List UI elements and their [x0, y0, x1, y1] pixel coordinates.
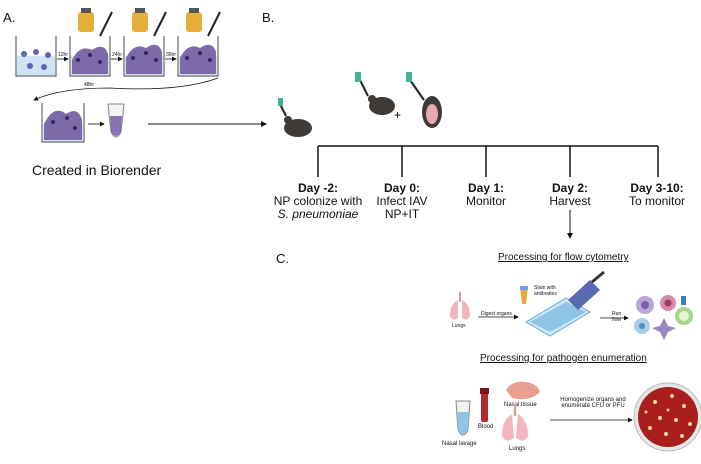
panel-label-b: B. [262, 10, 275, 25]
multichannel-pipette-icon [568, 270, 605, 310]
timeline-desc: Infect IAV [376, 194, 428, 208]
flow-run-label: Run flow [612, 311, 621, 323]
mouse-icon: + [355, 72, 442, 128]
timeline-bar [317, 145, 659, 177]
pathogen-heading: Processing for pathogen enumeration [480, 353, 647, 364]
panel-label-a: A. [3, 10, 16, 25]
nasal-tissue-icon [506, 381, 540, 400]
nasal-lavage-tube-icon [455, 400, 471, 436]
panel-label-c: C. [276, 251, 289, 266]
timeline-title: Day 0: [383, 181, 421, 195]
timing-label: 36hr [166, 52, 177, 58]
flow-stain-line: antibodies [534, 291, 557, 297]
timeline-title: Day 1: [467, 181, 505, 195]
well-4 [177, 36, 219, 77]
timing-label: 24hr [112, 52, 123, 58]
homogenize-label: Homogenize organs and enumerate CFU or P… [551, 397, 635, 409]
nasal-lavage-label: Nasal lavage [442, 441, 477, 447]
timeline-desc: S. pneumoniae [277, 207, 359, 221]
timeline-desc: To monitor [628, 194, 686, 208]
stain-tube-icon [520, 286, 528, 304]
blood-tube-icon [480, 388, 489, 422]
flow-lungs-label: Lungs [452, 323, 466, 329]
media-flask-icon [78, 8, 202, 32]
timeline-title: Day -2: [297, 181, 338, 195]
flow-stain-line: Stain with [534, 285, 556, 291]
timeline-desc: NP+IT [384, 207, 420, 221]
nasal-tissue-label: Nasal tissue [504, 402, 537, 408]
timing-label: 12hr [58, 52, 69, 58]
flow-run-line: flow [612, 317, 622, 323]
flow-stain-label: Stain with antibodies [534, 285, 557, 297]
mouse-icon [278, 98, 312, 137]
lung-icon [502, 404, 528, 441]
timeline-desc: Harvest [549, 194, 591, 208]
created-caption: Created in Biorender [32, 162, 162, 178]
lung-icon [450, 292, 470, 320]
immune-cells-icon [634, 295, 693, 340]
pathogen-lungs-label: Lungs [509, 446, 526, 452]
curved-arrow [33, 77, 219, 101]
flow-digest-label: Digest organs [481, 311, 512, 317]
well-2 [69, 36, 111, 77]
timeline-day-minus2: Day -2: NP colonize with S. pneumoniae [265, 181, 371, 221]
well-5 [41, 103, 85, 143]
timeline-day-1: Day 1: Monitor [446, 181, 526, 208]
well-1 [15, 36, 57, 77]
timeline-day-3-10: Day 3-10: To monitor [614, 181, 700, 208]
agar-plate-icon [633, 382, 701, 452]
homogenize-line: enumerate CFU or PFU [561, 403, 625, 409]
well-plate-icon [525, 297, 591, 337]
well-3 [123, 36, 165, 77]
homogenize-line: Homogenize organs and [560, 397, 626, 403]
timeline-title: Day 2: [551, 181, 589, 195]
svg-text:+: + [394, 108, 401, 122]
timing-label: 48hr [84, 82, 95, 88]
timeline-title: Day 3-10: [630, 181, 684, 195]
timeline-desc: Monitor [465, 194, 506, 208]
flow-run-line: Run [612, 311, 622, 317]
tube-icon [107, 103, 125, 138]
blood-label: Blood [478, 424, 494, 430]
pipette-icon [99, 11, 221, 37]
timeline-day-2: Day 2: Harvest [530, 181, 610, 208]
flow-heading: Processing for flow cytometry [498, 252, 629, 263]
timeline-day-0: Day 0: Infect IAV NP+IT [362, 181, 442, 221]
timeline-desc: NP colonize with [273, 194, 363, 208]
